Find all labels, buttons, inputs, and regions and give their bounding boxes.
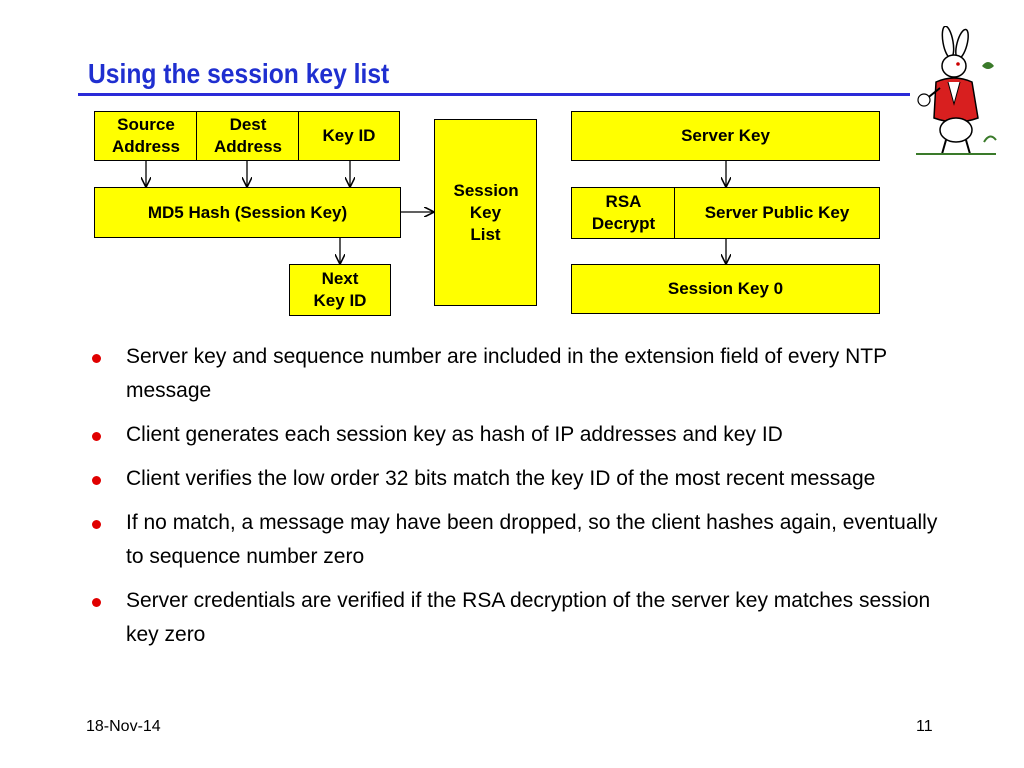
list-item: Server key and sequence number are inclu…	[88, 340, 948, 408]
bullet-dot-icon	[92, 520, 101, 529]
next-key-id-box: Next Key ID	[289, 264, 391, 316]
bullet-text: Client generates each session key as has…	[126, 423, 783, 446]
list-item: Client verifies the low order 32 bits ma…	[88, 462, 948, 496]
slide-title: Using the session key list	[88, 58, 390, 89]
footer-date: 18-Nov-14	[86, 718, 161, 735]
key-id-label: Key ID	[322, 126, 376, 145]
rsa-decrypt-label: RSA Decrypt	[591, 192, 656, 233]
server-public-key-label: Server Public Key	[704, 203, 850, 222]
next-key-id-label: Next Key ID	[313, 269, 367, 310]
session-key-0-label: Session Key 0	[667, 279, 784, 298]
md5-hash-box: MD5 Hash (Session Key)	[94, 187, 401, 238]
session-key-0-box: Session Key 0	[571, 264, 880, 314]
rsa-decrypt-box: RSA Decrypt	[571, 187, 676, 239]
bullet-dot-icon	[92, 432, 101, 441]
white-rabbit-illustration	[916, 26, 997, 155]
source-address-box: Source Address	[94, 111, 198, 161]
bullet-dot-icon	[92, 354, 101, 363]
key-id-box: Key ID	[298, 111, 400, 161]
session-key-list-box: Session Key List	[434, 119, 537, 306]
list-item: If no match, a message may have been dro…	[88, 506, 948, 574]
bullet-text: Server key and sequence number are inclu…	[126, 345, 887, 402]
list-item: Client generates each session key as has…	[88, 418, 948, 452]
dest-address-box: Dest Address	[196, 111, 300, 161]
list-item: Server credentials are verified if the R…	[88, 584, 948, 652]
source-address-label: Source Address	[111, 115, 181, 156]
bullet-dot-icon	[92, 598, 101, 607]
title-underline	[78, 93, 910, 96]
bullet-dot-icon	[92, 476, 101, 485]
md5-hash-label: MD5 Hash (Session Key)	[147, 202, 348, 222]
server-public-key-box: Server Public Key	[674, 187, 880, 239]
bullet-text: Client verifies the low order 32 bits ma…	[126, 467, 876, 490]
session-key-list-label: Session Key List	[453, 180, 519, 244]
server-key-label: Server Key	[681, 126, 770, 145]
page-number: 11	[916, 718, 933, 735]
bullet-list: Server key and sequence number are inclu…	[88, 340, 948, 662]
bullet-text: Server credentials are verified if the R…	[126, 589, 931, 646]
dest-address-label: Dest Address	[213, 115, 283, 156]
bullet-text: If no match, a message may have been dro…	[126, 511, 938, 568]
server-key-box: Server Key	[571, 111, 880, 161]
